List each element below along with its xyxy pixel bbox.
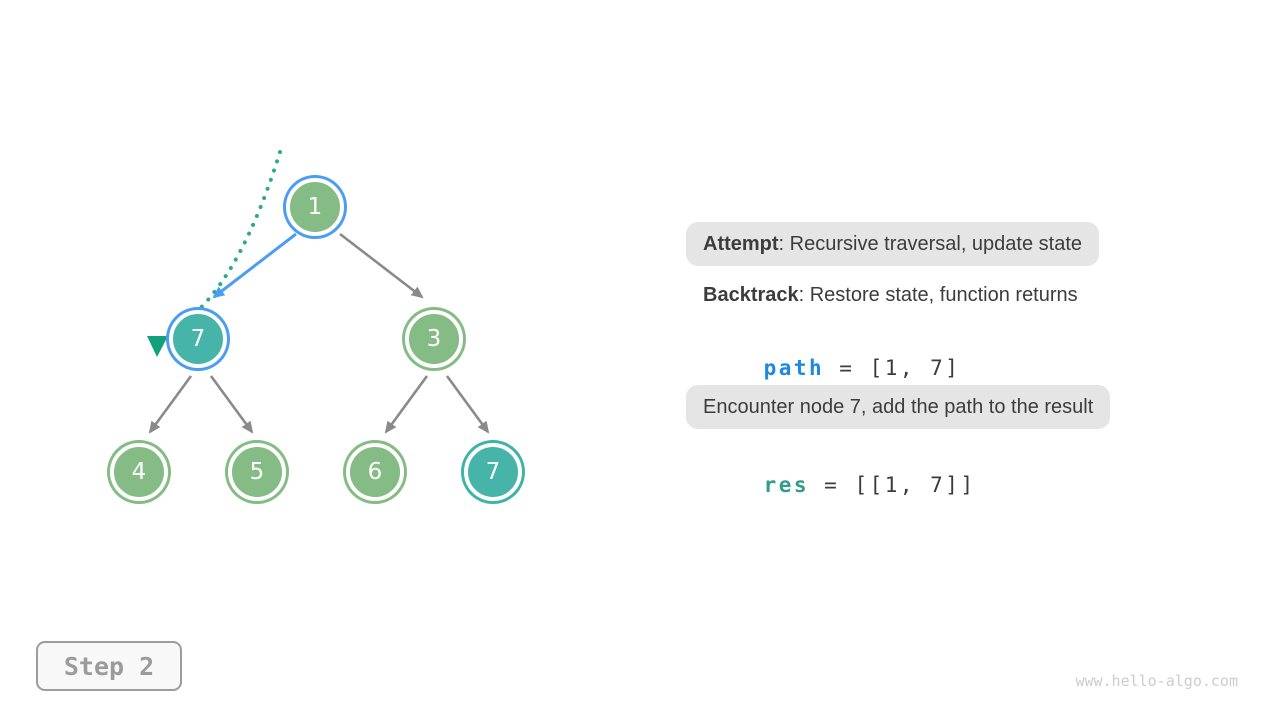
- tree-node-7-right: 7: [464, 443, 522, 501]
- res-variable: res: [763, 473, 810, 497]
- path-variable: path: [763, 356, 825, 380]
- tree-node-4-label: 4: [131, 459, 147, 485]
- encounter-callout: Encounter node 7, add the path to the re…: [686, 385, 1111, 429]
- tree-node-4: 4: [110, 443, 168, 501]
- backtrack-term: Backtrack: [703, 284, 799, 306]
- res-value: = [[1, 7]]: [809, 473, 976, 497]
- step-badge-label: Step 2: [63, 651, 155, 681]
- tree-edges-layer: [147, 150, 490, 434]
- backtrack-text: : Restore state, function returns: [798, 284, 1078, 306]
- edge-7-5: [209, 375, 254, 434]
- tree-node-7-left-label: 7: [190, 326, 206, 352]
- edge-1-7-highlighted: [212, 232, 297, 299]
- attempt-term: Attempt: [703, 233, 779, 255]
- path-value: = [1, 7]: [824, 356, 961, 380]
- tree-node-6-label: 6: [367, 459, 383, 485]
- tree-node-7-left: 7: [169, 310, 227, 368]
- tree-node-5-label: 5: [249, 459, 265, 485]
- tree-node-1-label: 1: [307, 194, 323, 220]
- tree-node-3: 3: [405, 310, 463, 368]
- attempt-text: : Recursive traversal, update state: [778, 233, 1083, 255]
- watermark: www.hello-algo.com: [1075, 672, 1238, 690]
- tree-node-7-right-label: 7: [485, 459, 501, 485]
- encounter-text: Encounter node 7, add the path to the re…: [703, 396, 1094, 418]
- edge-7-4: [148, 375, 193, 434]
- attempt-callout: Attempt: Recursive traversal, update sta…: [686, 222, 1100, 266]
- res-state-line: res = [[1, 7]]: [703, 449, 976, 521]
- traversal-trace-dotted-curve: [161, 150, 282, 336]
- tree-node-6: 6: [346, 443, 404, 501]
- path-state-line: path = [1, 7]: [703, 332, 960, 404]
- step-badge: Step 2: [36, 641, 182, 691]
- edge-3-6: [384, 375, 429, 434]
- edge-1-3: [339, 232, 424, 299]
- tree-node-5: 5: [228, 443, 286, 501]
- edge-3-7: [445, 375, 490, 434]
- backtrack-line: Backtrack: Restore state, function retur…: [703, 282, 1078, 308]
- tree-node-1: 1: [286, 178, 344, 236]
- traversal-trace-arrowhead-icon: [147, 336, 168, 357]
- tree-node-3-label: 3: [426, 326, 442, 352]
